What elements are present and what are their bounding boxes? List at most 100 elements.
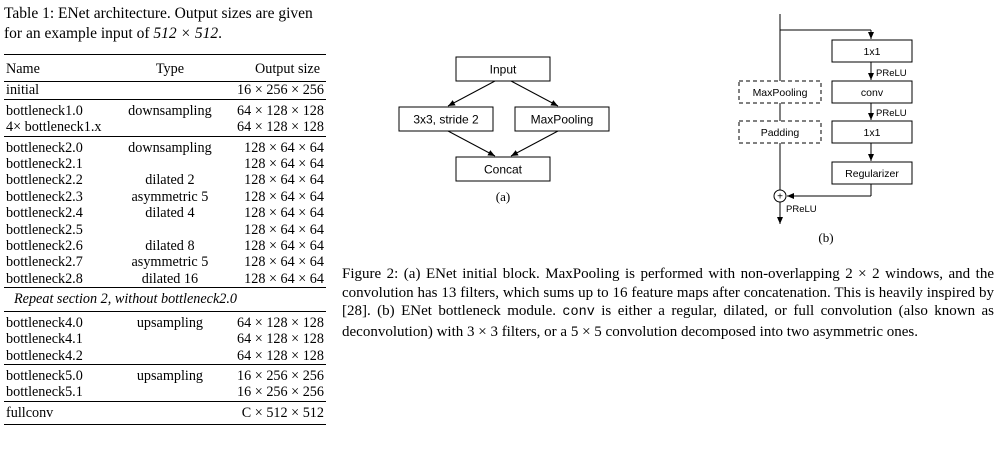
input-box <box>455 56 551 82</box>
input-label: Input <box>490 63 517 77</box>
conv-label: conv <box>861 87 884 99</box>
cell-type <box>119 81 221 100</box>
cell-type: downsampling <box>119 98 221 120</box>
concat-box <box>455 156 551 182</box>
cell-name: bottleneck4.2 <box>6 347 83 364</box>
cell-type <box>119 400 221 426</box>
cell-type: downsampling <box>119 135 221 157</box>
cell-name: bottleneck2.0 <box>4 135 120 157</box>
cell-output-size: 128 × 64 × 64 <box>244 221 324 238</box>
arrow-conv-concat <box>447 130 496 157</box>
conv1x1-top-label: 1x1 <box>864 46 881 58</box>
cell-name: bottleneck2.1 <box>6 156 83 173</box>
cell-output-size: 64 × 128 × 128 <box>237 119 324 136</box>
table-caption-suffix: . <box>218 25 222 42</box>
table-row: bottleneck2.2 dilated 2 128 × 64 × 64 <box>4 172 326 188</box>
maxpool-label-a: MaxPooling <box>531 113 594 127</box>
conv-stride-label: 3x3, stride 2 <box>413 113 479 127</box>
cell-name: initial <box>4 81 120 100</box>
cell-name: bottleneck4.0 <box>4 310 120 332</box>
conv-box <box>831 80 913 104</box>
cell-output-size: 128 × 64 × 64 <box>244 270 324 287</box>
cell-type: dilated 16 <box>141 270 199 287</box>
regularizer-box <box>831 161 913 185</box>
cell-name: bottleneck2.7 <box>6 254 83 271</box>
cell-type: asymmetric 5 <box>131 254 209 271</box>
table-row: bottleneck2.7 asymmetric 5 128 × 64 × 64 <box>4 254 326 270</box>
figure-b-label: (b) <box>818 230 833 245</box>
cell-name: bottleneck2.5 <box>6 221 83 238</box>
prelu-out-label: PReLU <box>786 204 817 215</box>
table-row: bottleneck2.5 128 × 64 × 64 <box>4 222 326 238</box>
maxpool-label-b: MaxPooling <box>753 87 808 99</box>
cell-output-size: C × 512 × 512 <box>220 400 326 426</box>
figure-caption-code: conv <box>562 305 595 321</box>
cell-output-size: 64 × 128 × 128 <box>237 347 324 364</box>
cell-type: upsampling <box>119 310 221 332</box>
table-caption-prefix: Table 1: ENet architecture. Output sizes… <box>4 5 313 42</box>
conv1x1-bottom-label: 1x1 <box>864 127 881 139</box>
cell-name: fullconv <box>4 400 120 426</box>
conv-stride-box <box>398 106 494 132</box>
figure-b: MaxPooling Padding 1x1 PReLU conv PReLU … <box>738 14 913 245</box>
arrow-input-maxpool <box>510 80 559 107</box>
padding-box <box>738 120 822 144</box>
padding-label: Padding <box>761 127 800 139</box>
table-caption-input-size: 512 × 512 <box>153 25 219 42</box>
cell-name: bottleneck5.1 <box>6 384 83 401</box>
cell-output-size: 128 × 64 × 64 <box>244 172 324 189</box>
figure-caption-part1: Figure 2: (a) ENet initial block. MaxPoo… <box>342 266 994 320</box>
cell-output-size: 128 × 64 × 64 <box>244 156 324 173</box>
prelu-label-2: PReLU <box>876 108 907 119</box>
cell-output-size: 16 × 256 × 256 <box>220 363 326 385</box>
cell-output-size: 64 × 128 × 128 <box>237 331 324 348</box>
cell-name: bottleneck1.0 <box>4 98 120 120</box>
cell-output-size: 128 × 64 × 64 <box>244 188 324 205</box>
figure-caption-part2: is either a regular, dilated, or full co… <box>342 303 995 340</box>
maxpool-box-b <box>738 80 822 104</box>
cell-name: bottleneck2.4 <box>6 205 83 222</box>
table-row: bottleneck4.2 64 × 128 × 128 <box>4 348 326 365</box>
conv1x1-bottom-box <box>831 120 913 144</box>
cell-type: dilated 8 <box>145 238 195 255</box>
cell-output-size: 128 × 64 × 64 <box>244 238 324 255</box>
table-row: bottleneck2.3 asymmetric 5 128 × 64 × 64 <box>4 189 326 205</box>
cell-type: asymmetric 5 <box>131 188 209 205</box>
table-row: fullconv C × 512 × 512 <box>4 400 326 426</box>
cell-name: bottleneck2.8 <box>6 270 83 287</box>
table-row: bottleneck2.8 dilated 16 128 × 64 × 64 <box>4 271 326 288</box>
arrow-maxpool-concat <box>510 130 559 157</box>
sum-plus: + <box>777 192 783 203</box>
header-output-size: Output size <box>220 53 326 82</box>
cell-type: dilated 2 <box>145 172 195 189</box>
table-row: bottleneck2.6 dilated 8 128 × 64 × 64 <box>4 238 326 254</box>
cell-output-size: 16 × 256 × 256 <box>220 81 326 100</box>
arrow-input-conv <box>447 80 496 107</box>
cell-output-size: 128 × 64 × 64 <box>244 254 324 271</box>
prelu-label-1: PReLU <box>876 68 907 79</box>
header-name: Name <box>4 53 120 82</box>
figure-a: Input 3x3, stride 2 MaxPooling Concat (a… <box>398 56 610 204</box>
header-type: Type <box>119 53 221 82</box>
figure-caption: Figure 2: (a) ENet initial block. MaxPoo… <box>342 265 994 341</box>
table-row: Repeat section 2, without bottleneck2.0 <box>4 287 326 312</box>
cell-name: bottleneck2.3 <box>6 188 83 205</box>
table-caption: Table 1: ENet architecture. Output sizes… <box>4 4 334 44</box>
cell-name: bottleneck2.2 <box>6 172 83 189</box>
maxpool-box-a <box>514 106 610 132</box>
cell-output-size: 64 × 128 × 128 <box>220 310 326 332</box>
cell-name: bottleneck2.6 <box>6 238 83 255</box>
table-row: bottleneck2.1 128 × 64 × 64 <box>4 156 326 172</box>
cell-name: bottleneck5.0 <box>4 363 120 385</box>
architecture-table: Name Type Output size initial 16 × 256 × … <box>4 53 326 426</box>
concat-label: Concat <box>484 163 523 177</box>
